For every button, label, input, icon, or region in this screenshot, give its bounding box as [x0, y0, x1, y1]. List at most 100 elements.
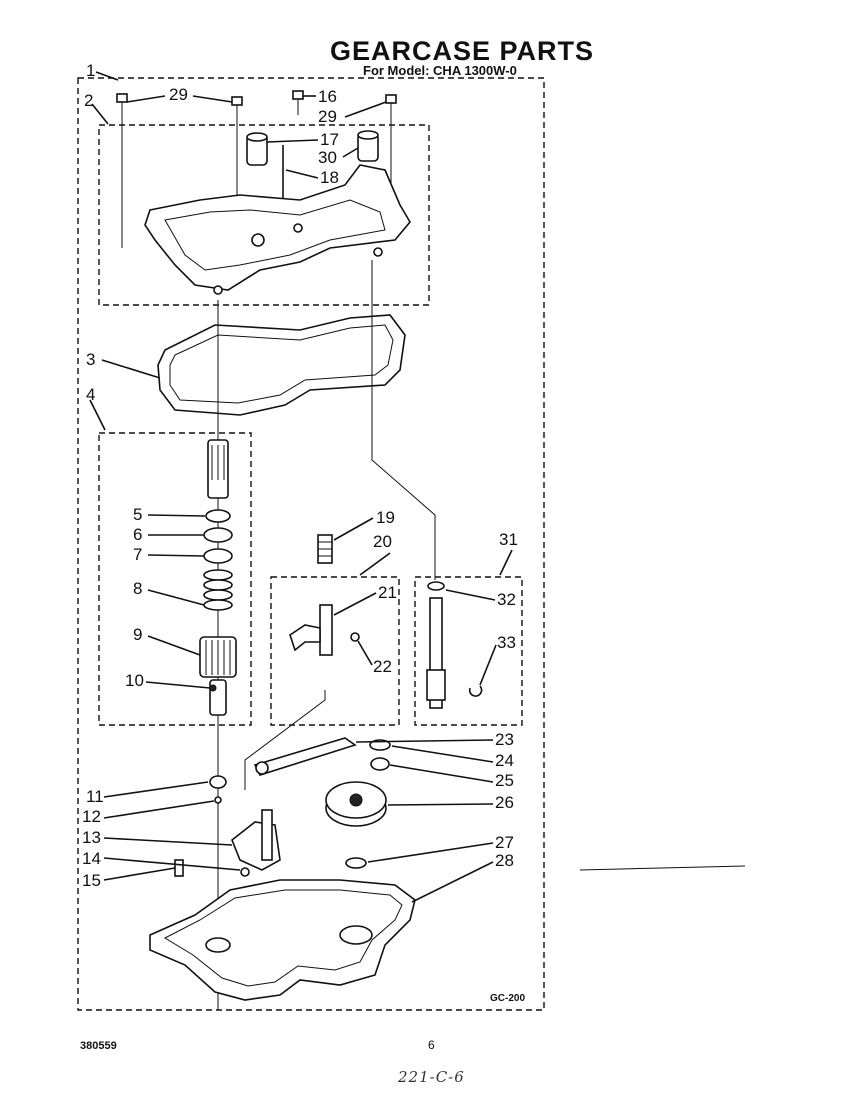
- retaining-ring-part-33: [468, 685, 483, 697]
- leader-12: [103, 800, 215, 819]
- leader-24: [391, 745, 494, 763]
- callout-6: 6: [133, 525, 142, 544]
- spin-shaft-gear: [426, 669, 446, 701]
- leader-10: [145, 681, 211, 689]
- bearing-part-25: [370, 757, 390, 771]
- leader-8: [147, 589, 205, 606]
- callout-32: 32: [497, 590, 516, 609]
- callout-14: 14: [82, 849, 101, 868]
- base-spin-boss: [339, 925, 373, 945]
- shift-shaft-part-21: [319, 604, 333, 656]
- washer-part-11: [209, 775, 227, 789]
- leader-29c: [344, 101, 387, 118]
- leader-20: [359, 552, 391, 576]
- washer-part-32: [427, 581, 445, 591]
- leader-19: [333, 517, 374, 541]
- washer-part-6: [203, 527, 233, 543]
- callout-3: 3: [86, 350, 95, 369]
- leader-4: [89, 399, 106, 431]
- leader-22: [357, 640, 373, 666]
- callout-11: 11: [86, 787, 104, 806]
- cover-mounting-hole: [373, 247, 383, 257]
- callout-23: 23: [495, 730, 514, 749]
- bushing-part-30: [357, 130, 379, 162]
- callout-2: 2: [84, 91, 93, 110]
- callout-24: 24: [495, 751, 514, 770]
- leader-25: [389, 764, 494, 783]
- leader-29a: [126, 95, 166, 103]
- drive-link-part-23: [253, 737, 357, 776]
- leader-21: [333, 592, 377, 616]
- callout-18: 18: [320, 168, 339, 187]
- washer-part-27: [345, 857, 367, 869]
- callout-15: 15: [82, 871, 101, 890]
- handwritten-note: 221-C-6: [398, 1068, 465, 1086]
- leader-9: [147, 635, 201, 656]
- shift-fork-group-box: [270, 576, 400, 726]
- callout-10: 10: [125, 671, 144, 690]
- callout-5: 5: [133, 505, 142, 524]
- callout-31: 31: [499, 530, 518, 549]
- callout-30: 30: [318, 148, 337, 167]
- gearcase-base-part-28: [149, 879, 416, 1001]
- leader-26: [387, 803, 494, 806]
- leader-2: [91, 103, 109, 125]
- callout-26: 26: [495, 793, 514, 812]
- bushing-part-17: [246, 132, 268, 166]
- spring-part-19: [317, 534, 333, 564]
- callout-19: 19: [376, 508, 395, 527]
- crank-part-13: [231, 809, 281, 871]
- leader-1: [95, 71, 119, 81]
- washer-part-5: [205, 509, 231, 523]
- cover-mounting-hole: [293, 223, 303, 233]
- leader-28: [411, 861, 494, 903]
- callout-27: 27: [495, 833, 514, 852]
- page-number: 6: [428, 1038, 435, 1052]
- gasket-inner-edge: [169, 324, 394, 404]
- assembly-frame: [77, 77, 545, 1011]
- callout-29-left: 29: [169, 85, 188, 104]
- callout-16: 16: [318, 87, 337, 106]
- callout-1: 1: [86, 61, 95, 80]
- leader-15: [103, 867, 176, 881]
- callout-4: 4: [86, 385, 95, 404]
- screw-part-29a: [116, 93, 128, 248]
- document-number: 380559: [80, 1040, 117, 1052]
- leader-7: [147, 554, 205, 557]
- spring-part-8: [203, 569, 233, 611]
- agitate-shaft-group-box: [98, 432, 252, 726]
- pin-part-10: [209, 684, 217, 692]
- callout-20: 20: [373, 532, 392, 551]
- callout-8: 8: [133, 579, 142, 598]
- gasket-part-3: [157, 314, 406, 416]
- main-gear-part-26: [325, 781, 387, 827]
- gearcase-cover-rim: [164, 199, 386, 271]
- scan-artifact-line: [579, 865, 746, 871]
- leader-18: [285, 169, 319, 179]
- leader-14: [103, 857, 241, 871]
- washer-part-7: [203, 548, 233, 564]
- cover-group-box: [98, 124, 430, 306]
- page-title: GEARCASE PARTS: [330, 36, 595, 66]
- spin-shaft-group-box: [414, 576, 523, 726]
- cover-boss: [251, 233, 265, 247]
- splined-shaft: [207, 439, 229, 499]
- base-bearing-hole: [205, 937, 231, 953]
- gearcase-base-rim: [163, 889, 403, 987]
- washer-part-14: [240, 867, 250, 877]
- figure-code: GC-200: [490, 993, 526, 1004]
- leader-29b: [192, 95, 233, 103]
- gearcase-cover: [144, 164, 411, 291]
- leader-33: [479, 644, 497, 686]
- screw-part-16: [292, 90, 304, 115]
- screw-part-29b: [231, 96, 243, 200]
- callout-25: 25: [495, 771, 514, 790]
- callout-13: 13: [82, 828, 101, 847]
- spin-axis-line: [371, 260, 436, 580]
- leader-13: [103, 837, 233, 846]
- ball-part-12: [214, 796, 222, 804]
- leader-30: [342, 147, 359, 158]
- leader-5: [147, 514, 206, 517]
- callout-22: 22: [373, 657, 392, 676]
